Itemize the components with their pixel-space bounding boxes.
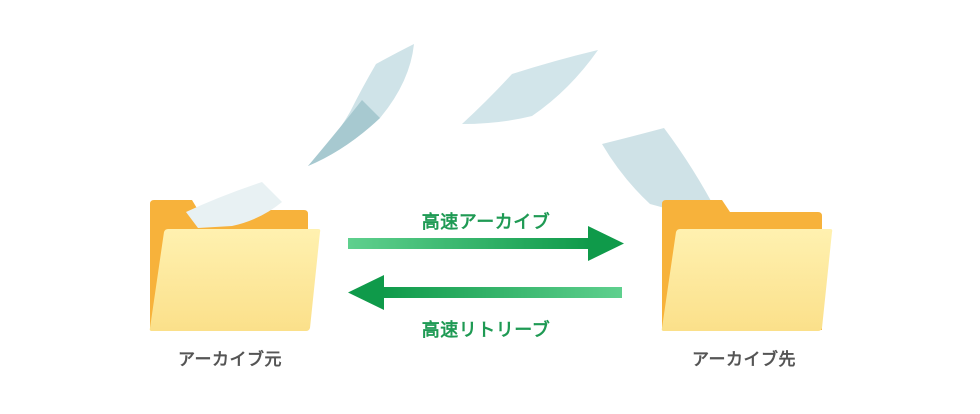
source-folder-label: アーカイブ元 xyxy=(178,350,282,370)
archive-arrow-label: 高速アーカイブ xyxy=(421,212,551,233)
retrieve-arrow xyxy=(348,275,622,310)
archive-arrow xyxy=(348,226,624,261)
flying-paper-1 xyxy=(308,44,414,166)
retrieve-arrow-label: 高速リトリーブ xyxy=(421,320,551,341)
flying-paper-2 xyxy=(462,50,598,124)
destination-folder-label: アーカイブ先 xyxy=(692,350,796,370)
source-folder-icon xyxy=(149,182,321,331)
destination-folder-icon xyxy=(661,200,833,331)
